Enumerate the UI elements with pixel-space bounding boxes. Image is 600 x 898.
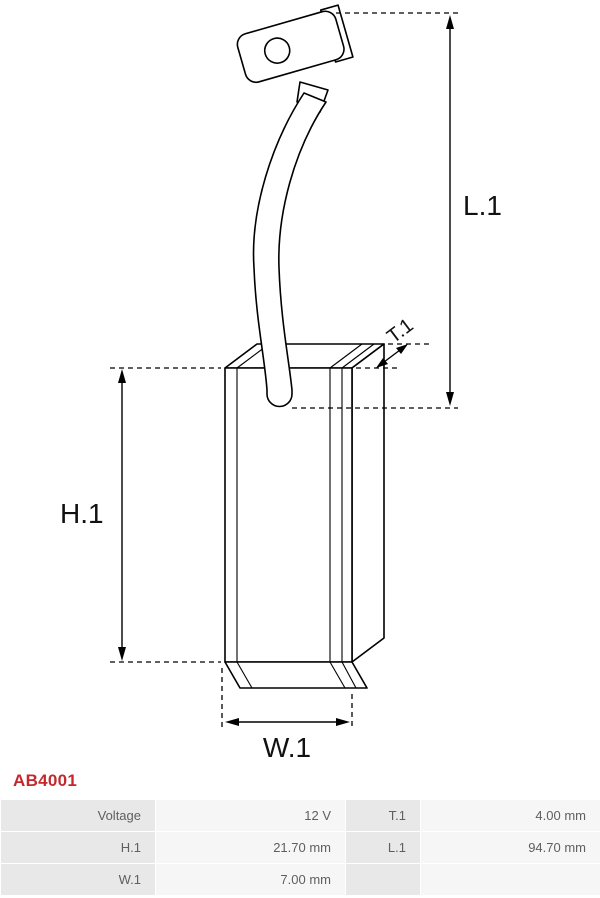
brush-right-face xyxy=(351,343,385,663)
spec-label-voltage: Voltage xyxy=(0,799,156,832)
table-row: H.1 21.70 mm L.1 94.70 mm xyxy=(0,831,600,864)
dimension-l1: L.1 xyxy=(292,12,502,409)
spec-value-w1: 7.00 mm xyxy=(155,863,346,896)
dimension-h1: H.1 xyxy=(60,367,221,663)
spec-value-l1: 94.70 mm xyxy=(420,831,600,864)
dimension-t1-label: T.1 xyxy=(383,314,418,348)
brush-bottom-face xyxy=(224,661,368,689)
spec-value-voltage: 12 V xyxy=(155,799,346,832)
spec-value-h1: 21.70 mm xyxy=(155,831,346,864)
dimension-w1-label: W.1 xyxy=(263,732,311,762)
brush-body xyxy=(224,343,385,689)
part-number: AB4001 xyxy=(13,771,78,790)
table-row: Voltage 12 V T.1 4.00 mm xyxy=(0,799,600,832)
spec-table: Voltage 12 V T.1 4.00 mm H.1 21.70 mm L.… xyxy=(0,799,600,896)
terminal-lug xyxy=(236,4,354,84)
spec-value-empty xyxy=(420,863,600,896)
dimension-l1-label: L.1 xyxy=(463,190,502,221)
spec-label-t1: T.1 xyxy=(345,799,421,832)
spec-label-empty xyxy=(345,863,421,896)
spec-label-l1: L.1 xyxy=(345,831,421,864)
lead-wire xyxy=(252,92,327,408)
dimension-h1-label: H.1 xyxy=(60,498,104,529)
spec-value-t1: 4.00 mm xyxy=(420,799,600,832)
brush-front-face xyxy=(224,367,353,663)
terminal-tab xyxy=(236,10,345,84)
technical-diagram: L.1 H.1 W.1 T.1 xyxy=(60,4,502,762)
dimension-w1: W.1 xyxy=(221,668,353,762)
spec-label-w1: W.1 xyxy=(0,863,156,896)
terminal-hole xyxy=(263,37,291,64)
spec-label-h1: H.1 xyxy=(0,831,156,864)
table-row: W.1 7.00 mm xyxy=(0,863,600,896)
